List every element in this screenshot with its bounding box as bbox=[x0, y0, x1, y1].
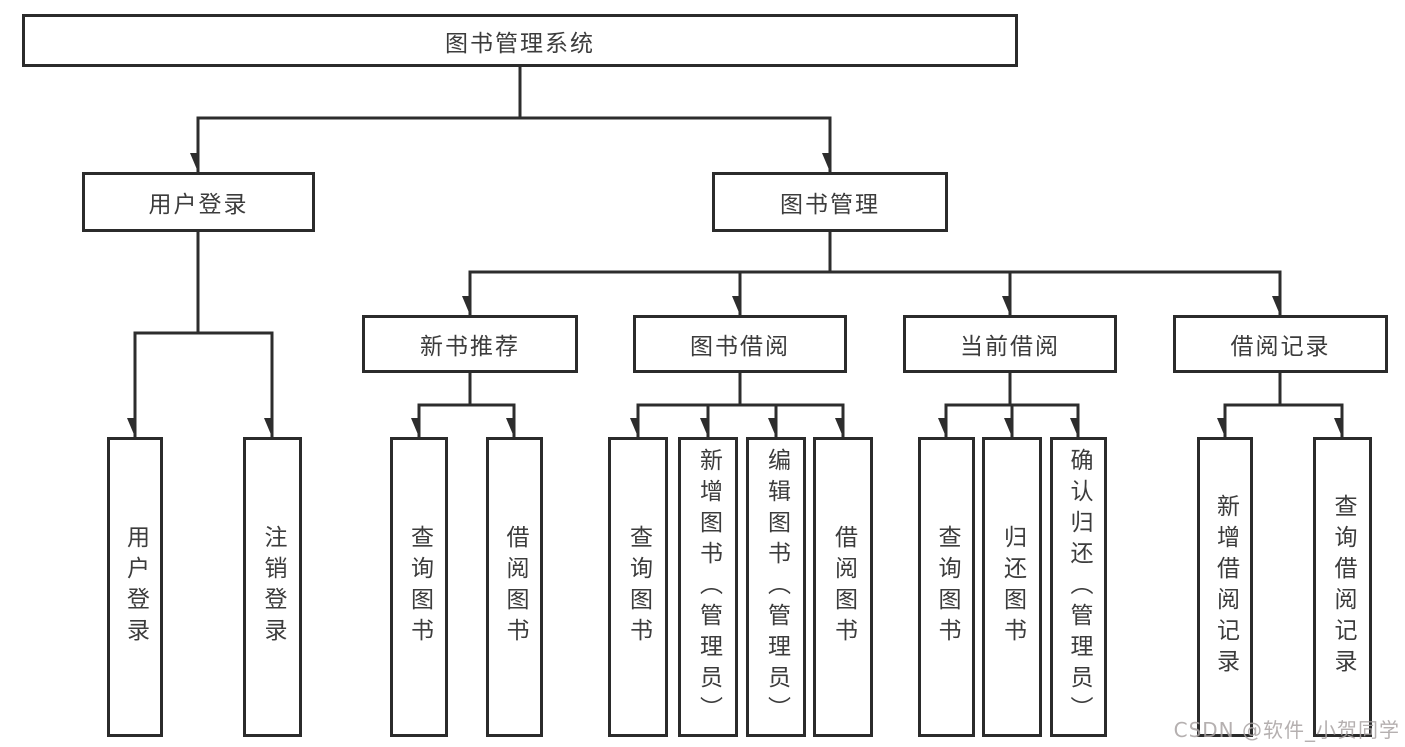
leaf-add-borrow-record: 新增借阅记录 bbox=[1197, 437, 1253, 737]
node-borrowing-records: 借阅记录 bbox=[1173, 315, 1388, 373]
node-book-management: 图书管理 bbox=[712, 172, 948, 232]
leaf-query-books: 查询图书 bbox=[608, 437, 668, 737]
node-book-borrowing: 图书借阅 bbox=[633, 315, 847, 373]
node-user-login: 用户登录 bbox=[82, 172, 315, 232]
leaf-return-books: 归还图书 bbox=[982, 437, 1042, 737]
leaf-edit-books-admin: 编辑图书（管理员） bbox=[746, 437, 806, 737]
leaf-user-login: 用户登录 bbox=[107, 437, 163, 737]
node-current-borrowing: 当前借阅 bbox=[903, 315, 1117, 373]
leaf-logout: 注销登录 bbox=[243, 437, 302, 737]
csdn-watermark: CSDN @软件_小贺同学 bbox=[1173, 718, 1400, 742]
leaf-query-books: 查询图书 bbox=[390, 437, 448, 737]
node-new-book-recommendation: 新书推荐 bbox=[362, 315, 578, 373]
leaf-add-books-admin: 新增图书（管理员） bbox=[678, 437, 738, 737]
leaf-borrow-books: 借阅图书 bbox=[486, 437, 543, 737]
leaf-query-books: 查询图书 bbox=[918, 437, 975, 737]
node-root-library-management-system: 图书管理系统 bbox=[22, 14, 1018, 67]
leaf-query-borrow-record: 查询借阅记录 bbox=[1313, 437, 1372, 737]
leaf-confirm-return-admin: 确认归还（管理员） bbox=[1050, 437, 1107, 737]
leaf-borrow-books: 借阅图书 bbox=[813, 437, 873, 737]
